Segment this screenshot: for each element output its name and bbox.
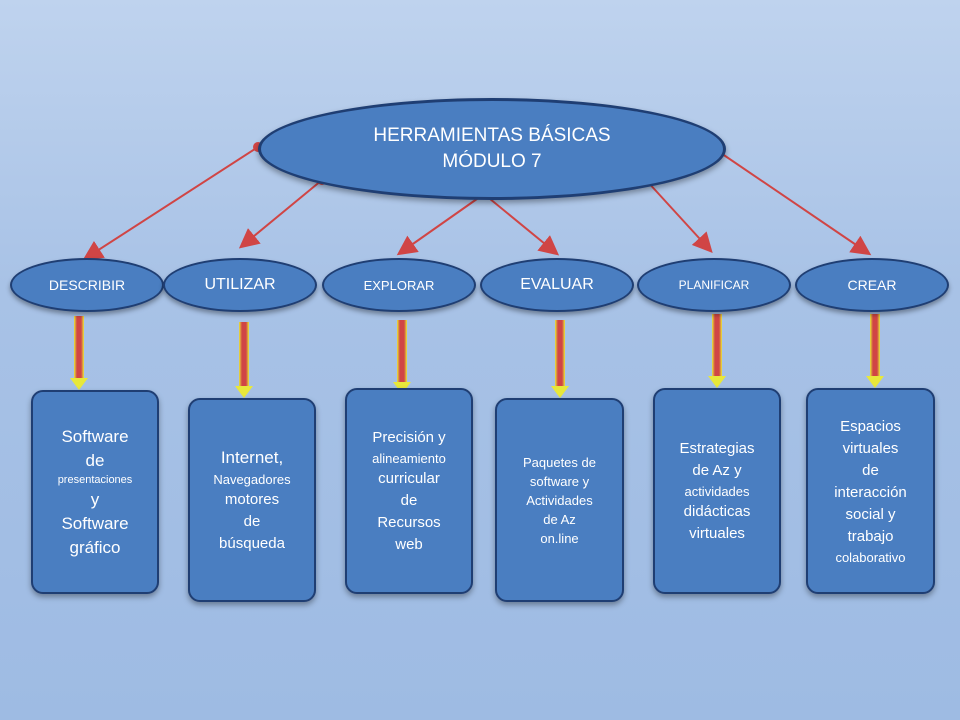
root-title: HERRAMIENTAS BÁSICAS [373,125,611,146]
box-text: Precisión y [372,428,446,446]
box-evaluar: Paquetes de software y Actividades de Az… [495,398,624,602]
box-text: virtuales [842,439,899,457]
box-text: de [85,450,105,470]
box-text: motores [224,490,280,508]
box-describir: Software de presentaciones y Software gr… [31,390,159,594]
box-text: de [243,512,261,530]
connector-crear [711,146,872,256]
connector-explorar [396,193,485,256]
box-text: Internet, [220,447,284,467]
box-text: Recursos [377,513,441,531]
box-text: y [90,489,100,509]
box-text: on.line [540,530,579,546]
verb-planificar: PLANIFICAR [637,258,791,312]
verb-describir: DESCRIBIR [10,258,164,312]
box-text: didácticas [683,502,751,520]
arrow-describir [70,316,88,390]
box-text: Actividades [526,492,593,508]
box-text: de Az [543,511,576,527]
box-text: curricular [378,469,440,487]
box-text: social y [845,505,896,523]
verb-evaluar: EVALUAR [480,258,634,312]
connector-utilizar [238,179,323,249]
box-text: presentaciones [57,473,133,486]
box-text: software y [529,473,590,489]
box-text: de Az y [692,461,742,479]
box-text: de [400,491,418,509]
box-text: Navegadores [213,471,291,487]
box-text: Estrategias [679,439,755,457]
box-utilizar: Internet, Navegadores motores de búsqued… [188,398,316,602]
root-node: HERRAMIENTAS BÁSICAS MÓDULO 7 [258,98,726,200]
box-text: Espacios [840,417,901,435]
box-text: actividades [684,483,750,499]
box-text: de [862,461,879,479]
verb-crear: CREAR [795,258,949,312]
box-text: Software [61,513,129,533]
box-text: Paquetes de [522,454,596,470]
arrow-crear [866,314,884,388]
verb-explorar: EXPLORAR [322,258,476,312]
verb-utilizar: UTILIZAR [163,258,317,312]
box-text: Software [61,426,129,446]
box-crear: Espacios virtuales de interacción social… [806,388,935,594]
box-planificar: Estrategias de Az y actividades didáctic… [653,388,781,594]
root-subtitle: MÓDULO 7 [442,151,542,172]
arrow-utilizar [235,322,253,398]
box-explorar: Precisión y alineamiento curricular de R… [345,388,473,594]
box-text: colaborativo [835,549,906,565]
box-text: alineamiento [372,450,446,466]
box-text: búsqueda [219,534,285,552]
box-text: virtuales [689,524,745,542]
box-text: trabajo [847,527,894,545]
verb-to-box-arrows [70,314,884,398]
box-text: web [395,535,423,553]
arrow-explorar [393,320,411,394]
connector-planificar [645,179,713,253]
connector-describir [82,146,259,261]
box-text: interacción [834,483,907,501]
arrow-evaluar [551,320,569,398]
arrow-planificar [708,314,726,388]
box-text: gráfico [69,537,121,557]
connector-evaluar [483,193,560,256]
